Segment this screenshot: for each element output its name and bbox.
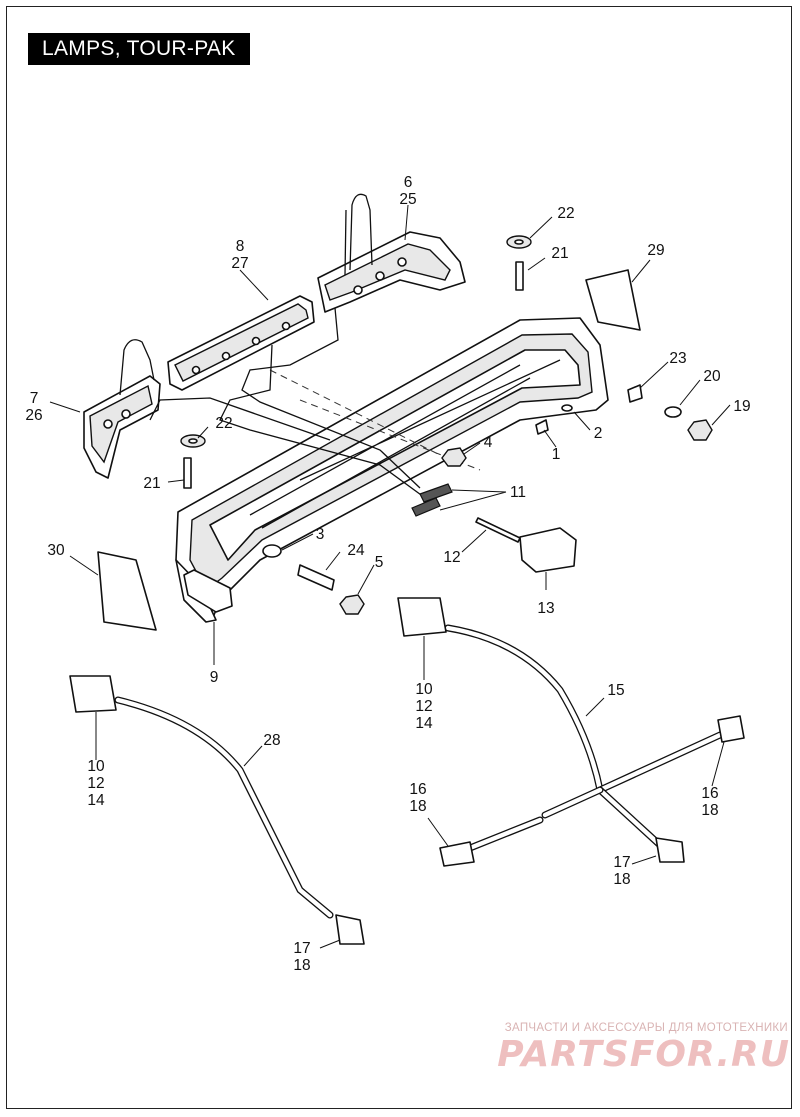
callout-12-mid-b: 12 [415,698,432,715]
callout-15: 15 [607,682,624,699]
callout-28: 28 [263,732,280,749]
leader-lines [49,204,731,949]
washer-20 [664,406,682,418]
callout-11: 11 [510,484,526,501]
svg-text:625: 625 [399,174,416,208]
callout-23: 23 [669,350,686,367]
spring-23 [627,384,643,403]
callout-29: 29 [647,242,664,259]
callout-9: 9 [210,669,219,686]
lamp-bracket-part [175,317,609,623]
lamp-assembly-right-part [317,193,466,313]
svg-text:827: 827 [231,238,248,272]
page-frame [6,6,792,1109]
washer-2 [561,404,573,412]
reflector-right [585,269,641,331]
callout-7: 7 [30,390,39,407]
watermark-tagline: ЗАПЧАСТИ И АКСЕССУАРЫ ДЛЯ МОТОТЕХНИКИ [504,1022,788,1034]
lamp-assembly-left-part [83,339,161,479]
spring-24 [297,564,335,591]
callout-19: 19 [733,398,750,415]
callout-21-top: 21 [551,245,568,262]
harness-15-part [397,597,745,867]
callout-8: 8 [236,238,245,255]
callout-21-left: 21 [143,475,160,492]
page-title: LAMPS, TOUR-PAK [28,33,250,65]
hardware-parts [97,235,713,631]
callout-12-mid: 12 [443,549,460,566]
callout-22-top: 22 [557,205,574,222]
harness-28-part [69,675,365,945]
screw-1 [535,419,549,435]
callout-20: 20 [703,368,721,385]
callout-18-left: 18 [409,798,426,815]
watermark-logo: PARTSFOR.RU [497,1034,790,1075]
callout-27: 27 [231,255,248,272]
callout-14-left: 14 [87,792,105,809]
callout-18-bottom: 18 [293,957,310,974]
callout-1: 1 [552,446,561,463]
stud-left [183,457,192,489]
callout-4: 4 [484,434,493,451]
callout-3: 3 [316,526,325,543]
svg-text:726: 726 [25,390,42,424]
callout-18-right: 18 [701,802,718,819]
lamp-wiring-part [149,307,453,517]
callout-17-mid: 17 [613,854,630,871]
callout-30: 30 [47,542,65,559]
nut-19 [687,419,713,441]
callout-14-mid: 14 [415,715,433,732]
callout-12-left: 12 [87,775,104,792]
washer-3 [262,544,282,558]
callout-2: 2 [594,425,603,442]
callout-13: 13 [537,600,554,617]
stud-top [515,261,524,291]
callout-17-bottom: 17 [293,940,310,957]
callout-16-left: 16 [409,781,426,798]
callout-18-mid: 18 [613,871,630,888]
callout-10-left: 10 [87,758,105,775]
lamp-assembly-center-part [167,295,315,391]
callout-5: 5 [375,554,384,571]
callout-25: 25 [399,191,416,208]
callout-10-mid: 10 [415,681,433,698]
connector-13 [519,527,577,573]
callout-6: 6 [404,174,413,191]
nut-4 [441,447,467,467]
reflector-left [97,551,157,631]
callout-24: 24 [347,542,365,559]
callout-26: 26 [25,407,42,424]
terminal-12 [475,517,521,543]
nut-5 [339,594,365,615]
callout-16-right: 16 [701,785,718,802]
callout-22-left: 22 [215,415,232,432]
